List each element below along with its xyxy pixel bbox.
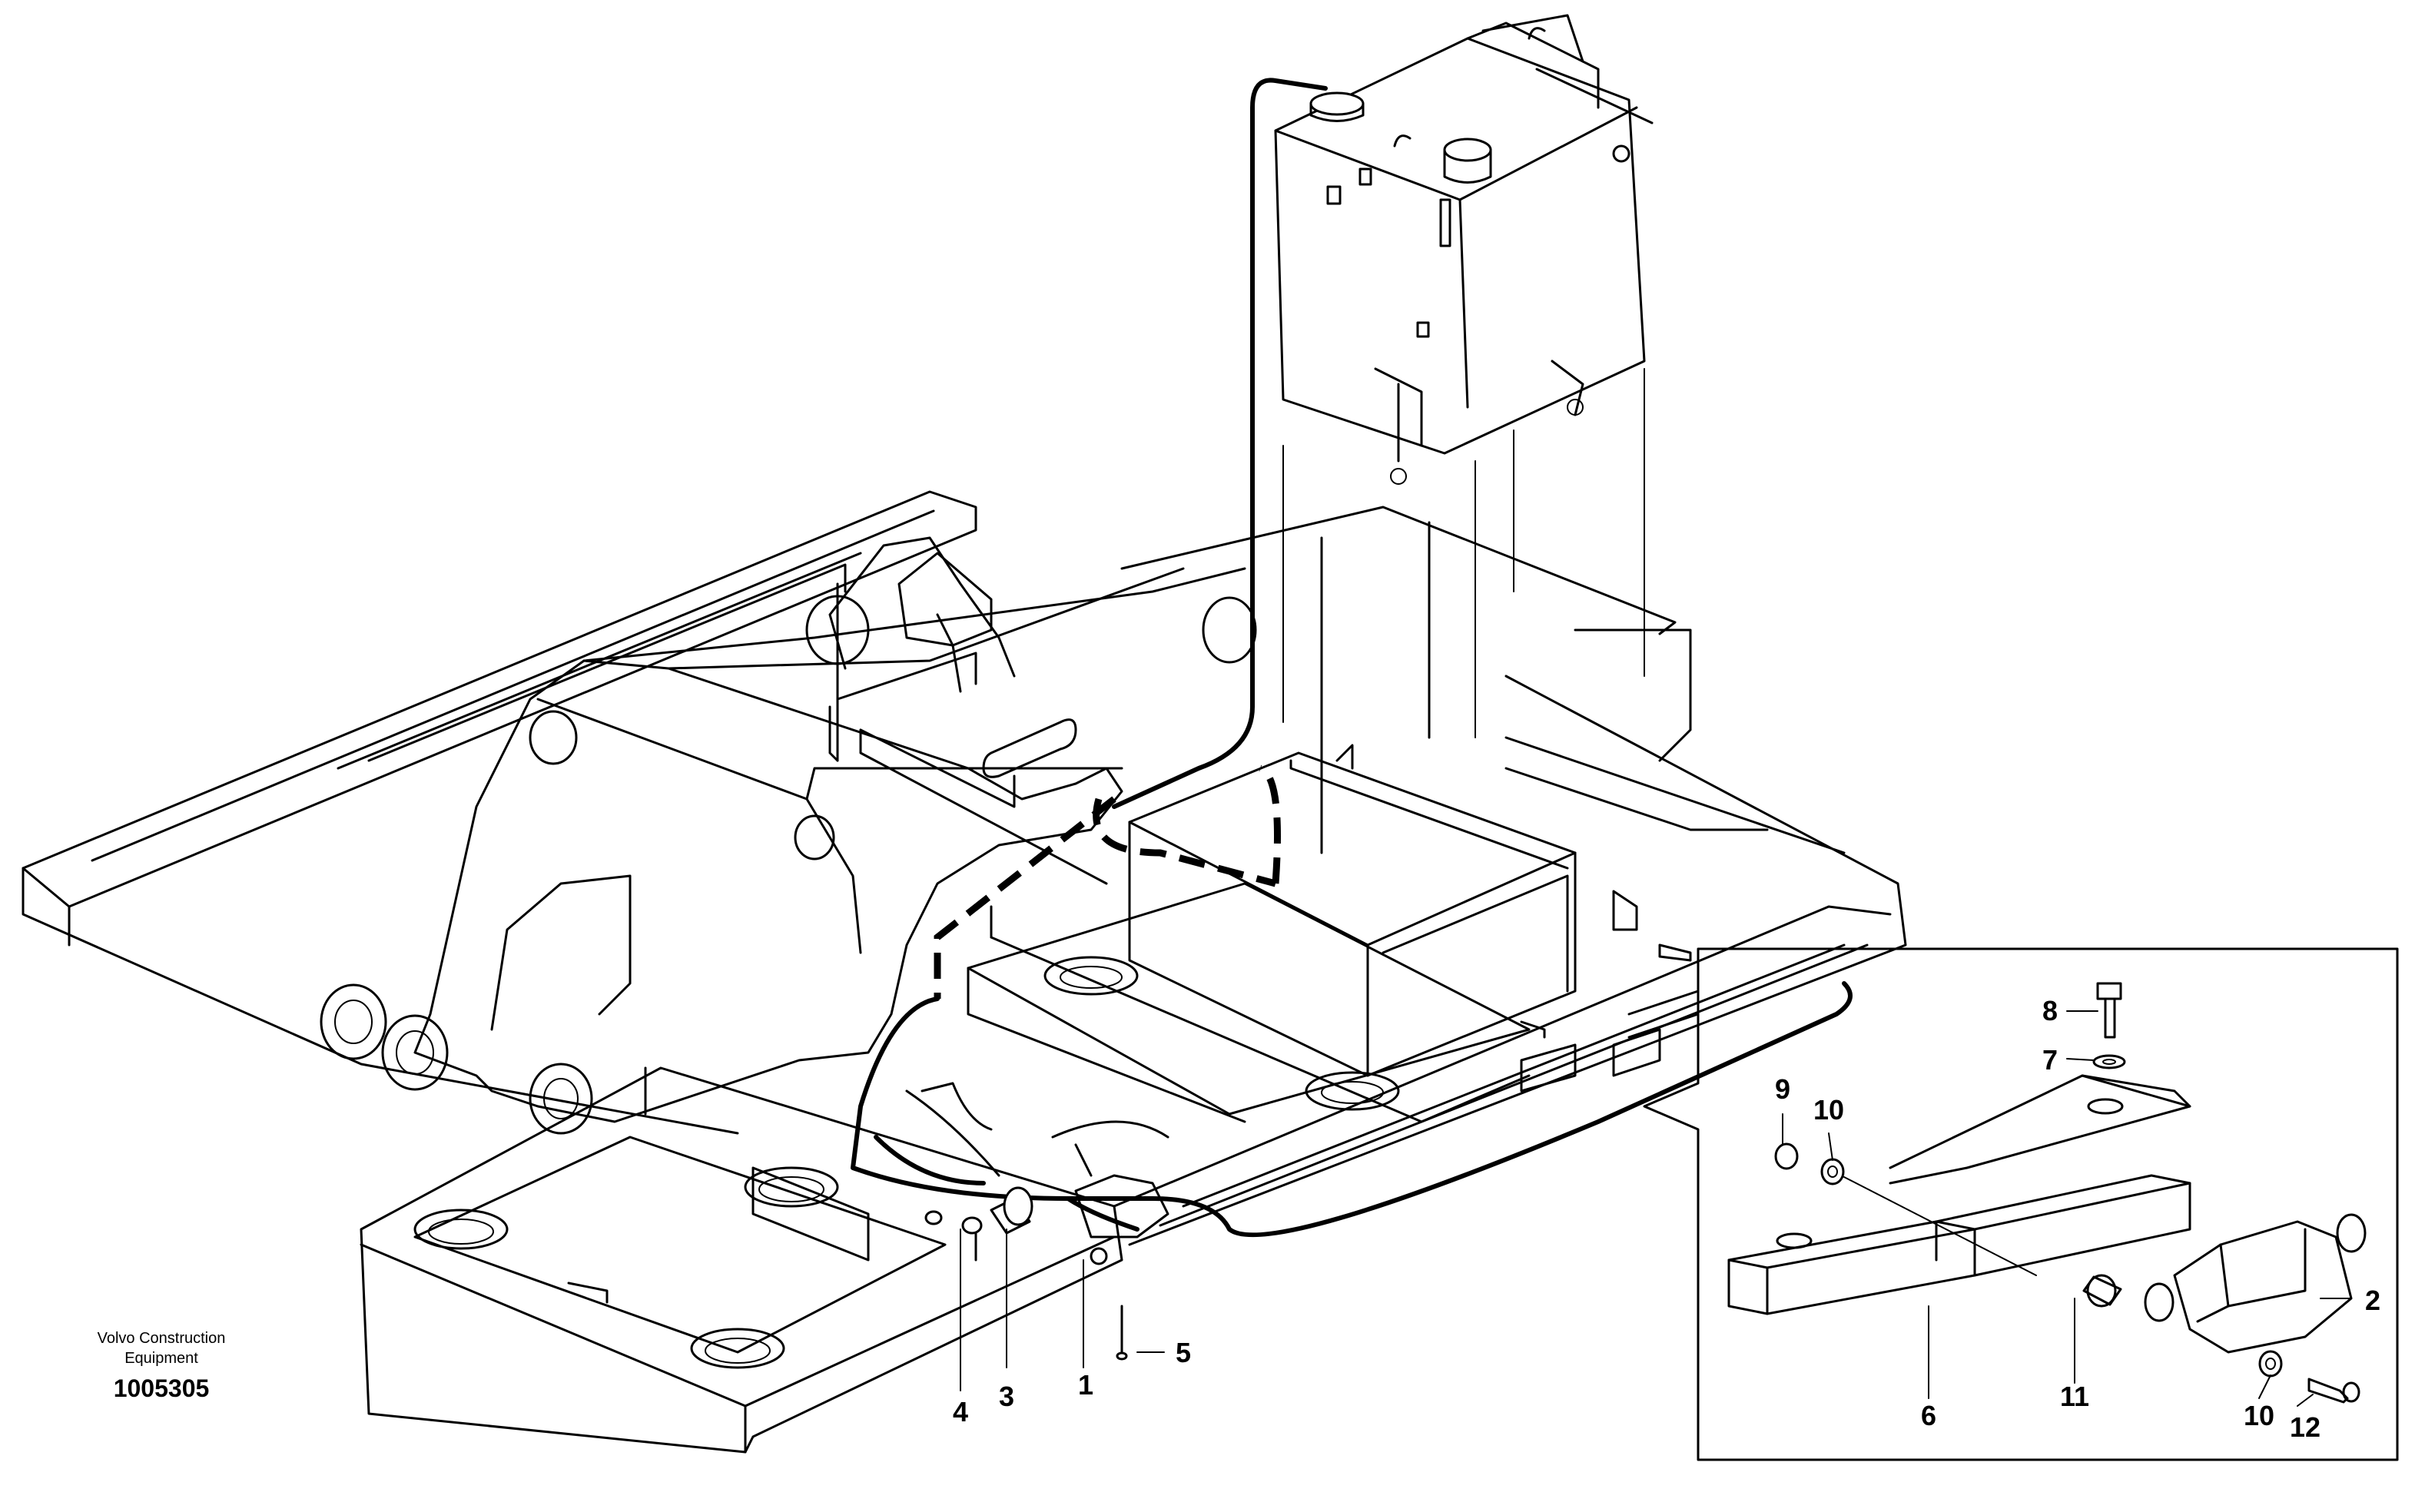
callout-10-lower: 10 [2244, 1400, 2274, 1431]
figure-caption: Volvo Construction Equipment 1005305 [98, 1330, 226, 1402]
small-parts [924, 1186, 1128, 1361]
figure-number: 1005305 [114, 1374, 210, 1402]
callout-8: 8 [2042, 995, 2058, 1026]
boom-mount [320, 536, 1257, 1135]
callout-11: 11 [2060, 1381, 2089, 1412]
hydraulic-tank [1274, 14, 1654, 738]
callout-6: 6 [1921, 1400, 1936, 1431]
lower-frame [360, 1066, 1123, 1454]
callout-10-upper: 10 [1813, 1094, 1844, 1126]
leader-lines [960, 1228, 1165, 1391]
center-floor [967, 744, 1577, 1123]
callout-5: 5 [1176, 1337, 1191, 1368]
callout-2: 2 [2365, 1285, 2380, 1316]
callout-7: 7 [2042, 1044, 2058, 1076]
callout-9: 9 [1775, 1073, 1790, 1105]
callout-4: 4 [953, 1396, 968, 1427]
callout-labels: 1 2 3 4 5 6 7 8 9 10 11 10 12 [953, 995, 2380, 1443]
callout-12: 12 [2290, 1411, 2320, 1443]
detail-inset [1643, 947, 2399, 1461]
callout-3: 3 [999, 1381, 1014, 1412]
upper-frame [22, 490, 1907, 1246]
callout-1: 1 [1078, 1369, 1093, 1401]
caption-company-line2: Equipment [124, 1350, 198, 1367]
caption-company-line1: Volvo Construction [98, 1330, 226, 1347]
